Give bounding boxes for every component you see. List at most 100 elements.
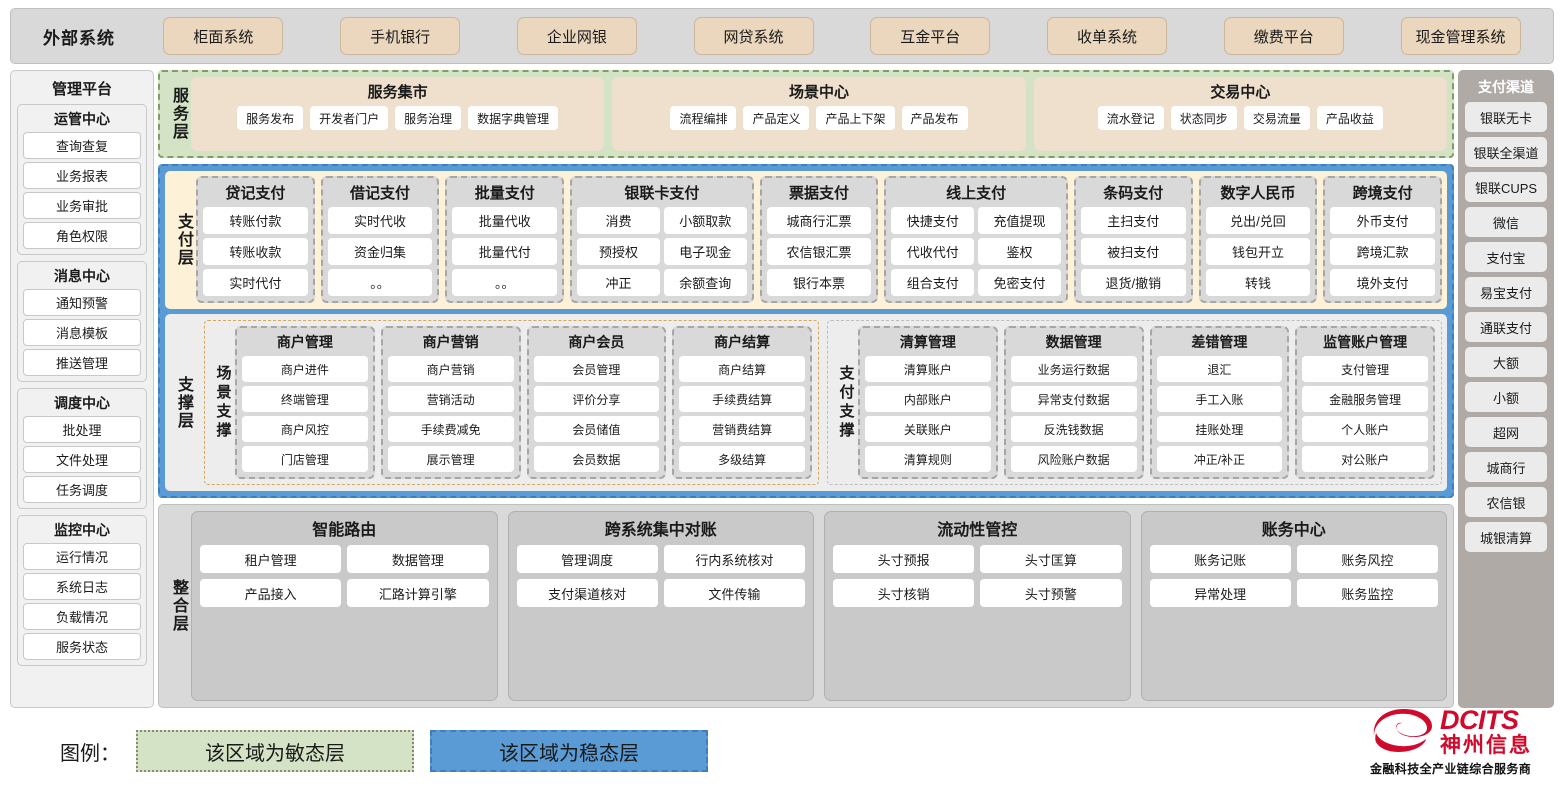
support-item[interactable]: 个人账户 (1302, 416, 1428, 442)
external-system-chip[interactable]: 手机银行 (340, 17, 461, 55)
external-system-chip[interactable]: 缴费平台 (1223, 17, 1344, 55)
support-item[interactable]: 手续费减免 (387, 416, 514, 442)
payment-channel-item[interactable]: 农信银 (1465, 487, 1547, 517)
service-item[interactable]: 服务治理 (395, 106, 462, 130)
payment-channel-item[interactable]: 支付宝 (1465, 242, 1547, 272)
payment-item[interactable]: 免密支付 (978, 269, 1061, 296)
service-item[interactable]: 数据字典管理 (468, 106, 559, 130)
external-system-chip[interactable]: 企业网银 (516, 17, 637, 55)
service-item[interactable]: 状态同步 (1170, 106, 1237, 130)
management-item[interactable]: 服务状态 (23, 633, 141, 660)
management-item[interactable]: 业务报表 (23, 162, 141, 189)
payment-item[interactable]: 主扫支付 (1080, 207, 1186, 234)
payment-item[interactable]: 资金归集 (327, 238, 433, 265)
support-item[interactable]: 关联账户 (865, 416, 991, 442)
service-item[interactable]: 产品收益 (1316, 106, 1383, 130)
payment-channel-item[interactable]: 银联无卡 (1465, 102, 1547, 132)
payment-item[interactable]: 批量代收 (452, 207, 558, 234)
support-item[interactable]: 多级结算 (679, 446, 805, 472)
management-item[interactable]: 通知预警 (23, 289, 141, 316)
support-item[interactable]: 商户进件 (242, 356, 368, 382)
payment-item[interactable]: 电子现金 (663, 238, 747, 265)
payment-channel-item[interactable]: 小额 (1465, 382, 1547, 412)
management-item[interactable]: 消息模板 (23, 319, 141, 346)
payment-item[interactable]: 。。 (327, 269, 433, 296)
payment-item[interactable]: 外币支付 (1330, 207, 1435, 234)
payment-item[interactable]: 农信银汇票 (766, 238, 872, 265)
support-item[interactable]: 清算规则 (865, 446, 991, 472)
management-item[interactable]: 任务调度 (23, 476, 141, 503)
payment-item[interactable]: 预授权 (577, 238, 660, 265)
external-system-chip[interactable]: 柜面系统 (163, 17, 284, 55)
payment-channel-item[interactable]: 城银清算 (1465, 522, 1547, 552)
service-item[interactable]: 产品发布 (901, 106, 968, 130)
support-item[interactable]: 商户结算 (679, 356, 805, 382)
management-item[interactable]: 系统日志 (23, 573, 141, 600)
payment-channel-item[interactable]: 易宝支付 (1465, 277, 1547, 307)
payment-channel-item[interactable]: 银联全渠道 (1465, 137, 1547, 167)
management-item[interactable]: 推送管理 (23, 349, 141, 376)
support-item[interactable]: 营销费结算 (679, 416, 805, 442)
payment-item[interactable]: 实时代收 (327, 207, 433, 234)
support-item[interactable]: 清算账户 (865, 356, 991, 382)
support-item[interactable]: 营销活动 (387, 386, 514, 412)
support-item[interactable]: 会员数据 (533, 446, 660, 472)
support-item[interactable]: 会员储值 (533, 416, 660, 442)
payment-item[interactable]: 转账收款 (203, 238, 308, 265)
integration-item[interactable]: 账务风控 (1296, 545, 1438, 573)
management-item[interactable]: 运行情况 (23, 543, 141, 570)
management-item[interactable]: 负载情况 (23, 603, 141, 630)
payment-item[interactable]: 余额查询 (663, 269, 747, 296)
integration-item[interactable]: 汇路计算引擎 (347, 579, 489, 607)
support-item[interactable]: 展示管理 (387, 446, 514, 472)
support-item[interactable]: 内部账户 (865, 386, 991, 412)
service-item[interactable]: 产品定义 (743, 106, 810, 130)
support-item[interactable]: 商户营销 (387, 356, 514, 382)
payment-item[interactable]: 批量代付 (452, 238, 558, 265)
integration-item[interactable]: 账务监控 (1296, 579, 1438, 607)
payment-item[interactable]: 钱包开立 (1205, 238, 1311, 265)
support-item[interactable]: 反洗钱数据 (1010, 416, 1137, 442)
external-system-chip[interactable]: 现金管理系统 (1400, 17, 1521, 55)
external-system-chip[interactable]: 互金平台 (870, 17, 991, 55)
payment-item[interactable]: 小额取款 (663, 207, 747, 234)
payment-channel-item[interactable]: 微信 (1465, 207, 1547, 237)
payment-item[interactable]: 快捷支付 (891, 207, 975, 234)
support-item[interactable]: 冲正/补正 (1156, 446, 1283, 472)
support-item[interactable]: 业务运行数据 (1010, 356, 1137, 382)
integration-item[interactable]: 支付渠道核对 (516, 579, 658, 607)
external-system-chip[interactable]: 网贷系统 (693, 17, 814, 55)
payment-item[interactable]: 。。 (452, 269, 558, 296)
support-item[interactable]: 退汇 (1156, 356, 1283, 382)
payment-item[interactable]: 代收代付 (891, 238, 975, 265)
service-item[interactable]: 服务发布 (237, 106, 304, 130)
management-item[interactable]: 业务审批 (23, 192, 141, 219)
management-item[interactable]: 批处理 (23, 416, 141, 443)
support-item[interactable]: 商户风控 (242, 416, 368, 442)
support-item[interactable]: 会员管理 (533, 356, 660, 382)
support-item[interactable]: 手续费结算 (679, 386, 805, 412)
integration-item[interactable]: 文件传输 (663, 579, 805, 607)
support-item[interactable]: 支付管理 (1302, 356, 1428, 382)
integration-item[interactable]: 头寸预警 (980, 579, 1122, 607)
service-item[interactable]: 开发者门户 (310, 106, 389, 130)
management-item[interactable]: 查询查复 (23, 132, 141, 159)
service-item[interactable]: 流程编排 (670, 106, 737, 130)
integration-item[interactable]: 账务记账 (1149, 545, 1291, 573)
support-item[interactable]: 风险账户数据 (1010, 446, 1137, 472)
integration-item[interactable]: 租户管理 (200, 545, 342, 573)
management-item[interactable]: 角色权限 (23, 222, 141, 249)
payment-item[interactable]: 组合支付 (891, 269, 975, 296)
payment-item[interactable]: 转账付款 (203, 207, 308, 234)
payment-item[interactable]: 充值提现 (978, 207, 1061, 234)
support-item[interactable]: 终端管理 (242, 386, 368, 412)
integration-item[interactable]: 数据管理 (347, 545, 489, 573)
support-item[interactable]: 手工入账 (1156, 386, 1283, 412)
service-item[interactable]: 流水登记 (1097, 106, 1164, 130)
payment-item[interactable]: 退货/撤销 (1080, 269, 1186, 296)
payment-item[interactable]: 实时代付 (203, 269, 308, 296)
payment-item[interactable]: 转钱 (1205, 269, 1311, 296)
payment-channel-item[interactable]: 大额 (1465, 347, 1547, 377)
management-item[interactable]: 文件处理 (23, 446, 141, 473)
support-item[interactable]: 门店管理 (242, 446, 368, 472)
